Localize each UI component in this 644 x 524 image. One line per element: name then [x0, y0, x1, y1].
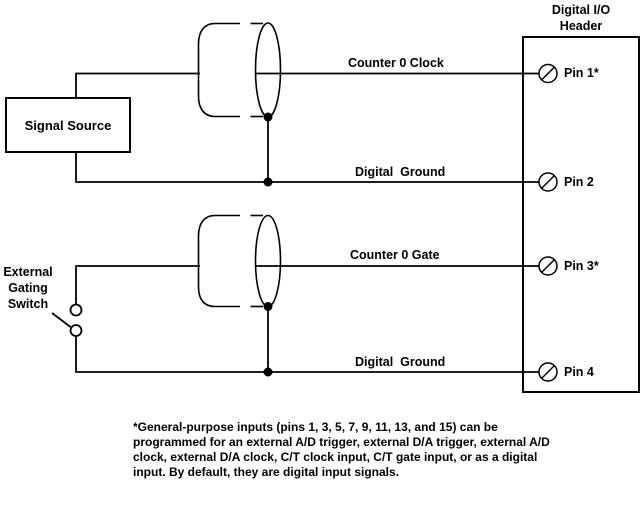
- counter0-gate-label: Counter 0 Gate: [350, 248, 440, 262]
- screw-terminal-icon-pin1: [538, 63, 558, 84]
- footnote: *General-purpose inputs (pins 1, 3, 5, 7…: [133, 420, 644, 480]
- digital-ground-label-top: Digital Ground: [355, 165, 446, 179]
- switch-icon: [51, 303, 83, 337]
- screw-terminals: [538, 63, 558, 382]
- pin1-label: Pin 1*: [564, 66, 599, 80]
- cable-shield-icon-bottom: [197, 214, 282, 308]
- switch-contact-bottom: [69, 324, 83, 337]
- counter0-clock-wire: [75, 72, 539, 98]
- footnote-line2: programmed for an external A/D trigger, …: [133, 435, 550, 449]
- switch-label-line3: Switch: [7, 297, 49, 311]
- footnote-line3: clock, external D/A clock, C/T clock inp…: [133, 450, 538, 464]
- switch-label-line2: Gating: [8, 281, 48, 295]
- cable-shield-icon-top: [197, 22, 282, 118]
- digital-ground-wire-top: [75, 152, 539, 183]
- external-gating-switch-label: External Gating Switch: [0, 264, 56, 312]
- digital-ground-label-bottom: Digital Ground: [355, 355, 446, 369]
- counter0-clock-label: Counter 0 Clock: [348, 56, 444, 70]
- digital-io-header-box: [522, 36, 640, 393]
- footnote-line4: input. By default, they are digital inpu…: [133, 465, 400, 479]
- junction-dot: [263, 112, 273, 122]
- header-title-line2: Header: [559, 18, 603, 33]
- counter0-gate-wire: [75, 265, 539, 305]
- switch-lever: [51, 312, 72, 328]
- junction-dot: [263, 367, 273, 377]
- footnote-line1: *General-purpose inputs (pins 1, 3, 5, 7…: [133, 420, 498, 434]
- digital-ground-wire-bottom: [75, 336, 539, 373]
- pin4-label: Pin 4: [564, 364, 594, 379]
- screw-terminal-icon-pin2: [538, 172, 558, 192]
- junction-dots: [263, 112, 273, 377]
- pin3-label: Pin 3*: [564, 258, 599, 273]
- signal-source-box: [5, 97, 131, 153]
- switch-label-line1: External: [3, 265, 53, 279]
- header-title-line1: Digital I/O: [551, 3, 611, 17]
- junction-dot: [263, 302, 273, 311]
- pin2-label: Pin 2: [564, 174, 594, 189]
- digital-io-header-title: Digital I/O Header: [523, 3, 639, 34]
- junction-dot: [263, 177, 273, 187]
- screw-terminal-icon-pin3: [538, 256, 558, 276]
- switch-contact-top: [69, 303, 83, 317]
- screw-terminal-icon-pin4: [538, 362, 558, 382]
- signal-source-label: Signal Source: [24, 117, 112, 133]
